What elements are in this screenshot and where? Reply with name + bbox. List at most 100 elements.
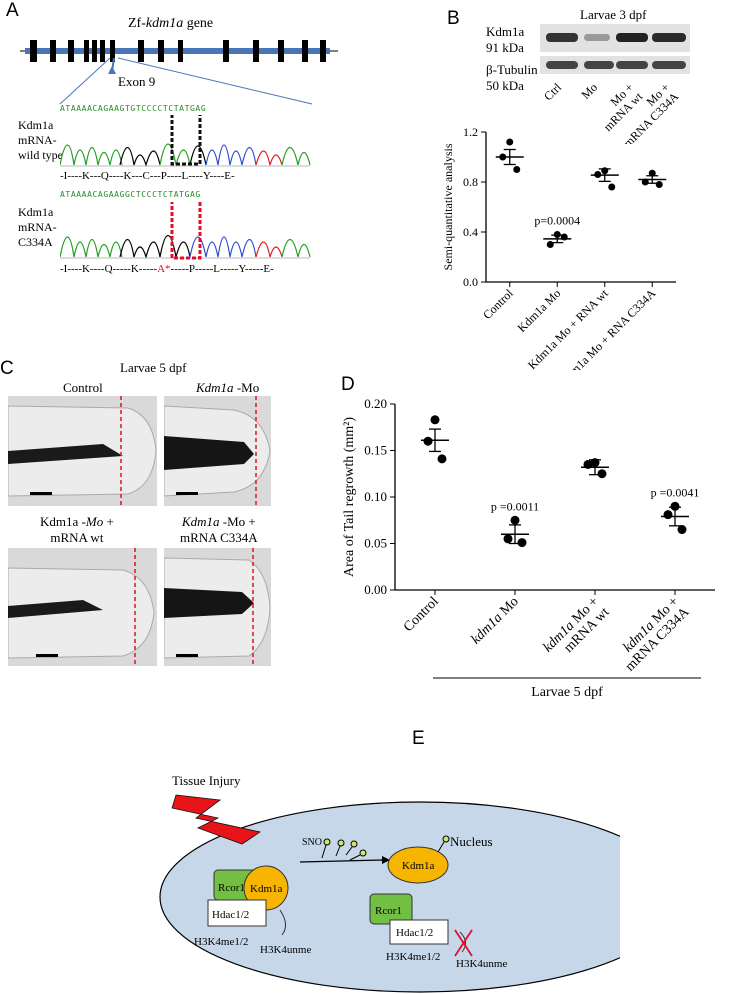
data-point [510, 515, 520, 525]
data-point [670, 501, 680, 511]
image-kdm1a-mo-label: Kdm1a -Mo [196, 380, 260, 395]
x-tick-label-text: Kdm1a Mo [515, 286, 564, 335]
panel-c-title: Larvae 5 dpf [120, 360, 187, 375]
blot-tubulin-band [540, 56, 690, 74]
nucleus-label: Nucleus [450, 834, 493, 849]
exon-label: Exon 9 [118, 74, 156, 89]
mut-protein: -I----K----Q-----K-----A*-----P-----L---… [60, 263, 274, 275]
y-tick-label: 0.10 [364, 489, 387, 504]
data-point [641, 178, 649, 186]
x-tick-label-text: Control [401, 594, 442, 635]
data-point [430, 415, 440, 425]
image-control: Control [8, 396, 157, 506]
x-tick-label-text: Control [480, 286, 516, 322]
data-point [677, 525, 687, 535]
x-tick-label: Control [401, 594, 442, 635]
y-tick-label: 0.05 [364, 536, 387, 551]
p-value-annotation: p=0.0004 [534, 214, 580, 228]
data-point [594, 171, 602, 178]
y-tick-label: 0.0 [463, 275, 478, 289]
image-mo-mrna-wt [8, 548, 157, 666]
data-point [590, 458, 600, 468]
data-point [655, 181, 663, 188]
tissue-injury-label: Tissue Injury [172, 773, 241, 788]
group-label: Larvae 5 dpf [531, 685, 603, 700]
y-tick-label: 0.15 [364, 443, 387, 458]
rcor1-label-1: Rcor1 [218, 882, 245, 894]
data-point [423, 436, 433, 446]
mut-chromatogram [60, 202, 311, 260]
x-tick-label: kdm1a Mo +mRNA wt [541, 594, 613, 656]
mut-sequence: ATAAAACAGAAGGCTCCCTCTATGAG [60, 190, 201, 199]
data-point [437, 454, 447, 464]
y-axis-label: Area of Tail regrowth (mm²) [342, 417, 357, 577]
x-tick-label-text: Kdm1a Mo + RNA wt [525, 286, 611, 370]
data-point [583, 459, 593, 469]
wt-protein: -I----K---Q----K---C---P----L----Y----E- [60, 170, 235, 182]
lane-label-text: Ctrl [541, 80, 565, 104]
blot-title: Larvae 3 dpf [580, 7, 647, 22]
y-tick-label: 0.4 [463, 225, 478, 239]
x-tick-label: kdm1a Mo +mRNA C334A [621, 594, 694, 674]
image-mo-mrna-c334a [164, 548, 271, 666]
data-point [608, 183, 616, 191]
lane-label: Mo [578, 80, 600, 102]
y-tick-label: 0.8 [463, 175, 478, 189]
x-tick-label: Kdm1a Mo [515, 286, 564, 335]
panel-a-label: A [6, 0, 19, 21]
panel-d-label: D [341, 374, 355, 395]
panel-e-label: E [412, 728, 425, 749]
x-tick-label: Control [480, 286, 516, 322]
gene-title: Zf-kdm1a gene [128, 16, 214, 31]
data-point [648, 169, 656, 177]
lane-label: Ctrl [541, 80, 565, 104]
data-point [560, 233, 568, 241]
data-point [503, 534, 513, 544]
y-tick-label: 1.2 [463, 125, 478, 139]
y-axis-label: Semi-quantitative analysis [441, 143, 455, 270]
y-tick-label: 0.00 [364, 582, 387, 597]
h3k4me-label-2: H3K4me1/2 [386, 951, 440, 963]
sno-label: SNO [302, 837, 322, 848]
panel-b-label: B [447, 8, 460, 29]
data-point [513, 166, 521, 173]
x-tick-label: Kdm1a Mo + RNA wt [525, 286, 611, 370]
image-mo-mrna-wt-label: Kdm1a -Mo + mRNA wt [40, 514, 114, 545]
p-value-annotation: p =0.0041 [651, 485, 700, 499]
data-point [553, 231, 561, 238]
data-point [506, 138, 514, 146]
h3k4unme-label-2: H3K4unme [456, 958, 507, 970]
wt-sequence: ATAAAACAGAAGTGTCCCCTCTATGAG [60, 104, 207, 113]
data-point [597, 469, 607, 479]
x-tick-label-text: kdm1a Mo [469, 594, 522, 647]
data-point [546, 241, 554, 248]
gene-diagram [20, 40, 338, 105]
h3k4unme-label-1: H3K4unme [260, 944, 311, 956]
p-value-annotation: p =0.0011 [491, 499, 539, 513]
panel-c-label: C [0, 358, 14, 379]
model-diagram: Tissue Injury Nucleus Rcor1 Kdm1a Hdac1/… [159, 773, 620, 993]
data-point [517, 538, 527, 548]
blot-kdm1a-band [540, 24, 690, 52]
x-tick-label: kdm1a Mo [469, 594, 522, 647]
hdac-label-1: Hdac1/2 [212, 909, 249, 921]
kdm1a-label-2: Kdm1a [402, 860, 435, 872]
data-point [499, 153, 507, 161]
data-point [601, 167, 609, 175]
data-point [663, 510, 673, 520]
h3k4me-label-1: H3K4me1/2 [194, 936, 248, 948]
image-control-label: Control [63, 380, 103, 395]
lane-label-text: Mo [578, 80, 600, 102]
wt-chromatogram [60, 115, 311, 167]
image-kdm1a-mo [164, 396, 271, 506]
image-mo-mrna-c334a-label: Kdm1a -Mo + mRNA C334A [180, 514, 258, 545]
y-tick-label: 0.20 [364, 396, 387, 411]
hdac-label-2: Hdac1/2 [396, 927, 433, 939]
